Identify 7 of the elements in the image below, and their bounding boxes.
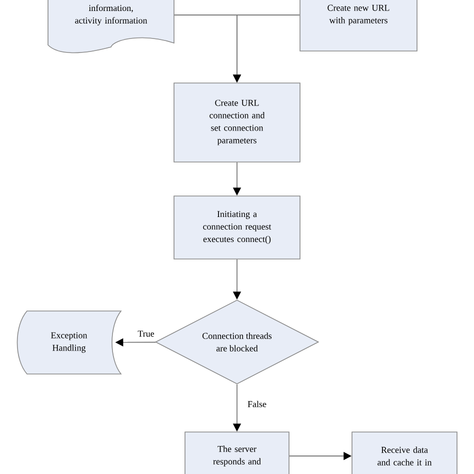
- edge-label: False: [246, 399, 268, 409]
- process-box: Receive data and cache it in: [352, 432, 458, 474]
- process-box: Create new URL with parameters: [300, 0, 418, 52]
- process-box: Create URL connection and set connection parameters: [174, 82, 300, 162]
- process-box: The server responds and: [184, 432, 290, 474]
- process-box: Initiating a connection request executes connect(): [174, 196, 300, 260]
- edge-label: True: [136, 329, 156, 338]
